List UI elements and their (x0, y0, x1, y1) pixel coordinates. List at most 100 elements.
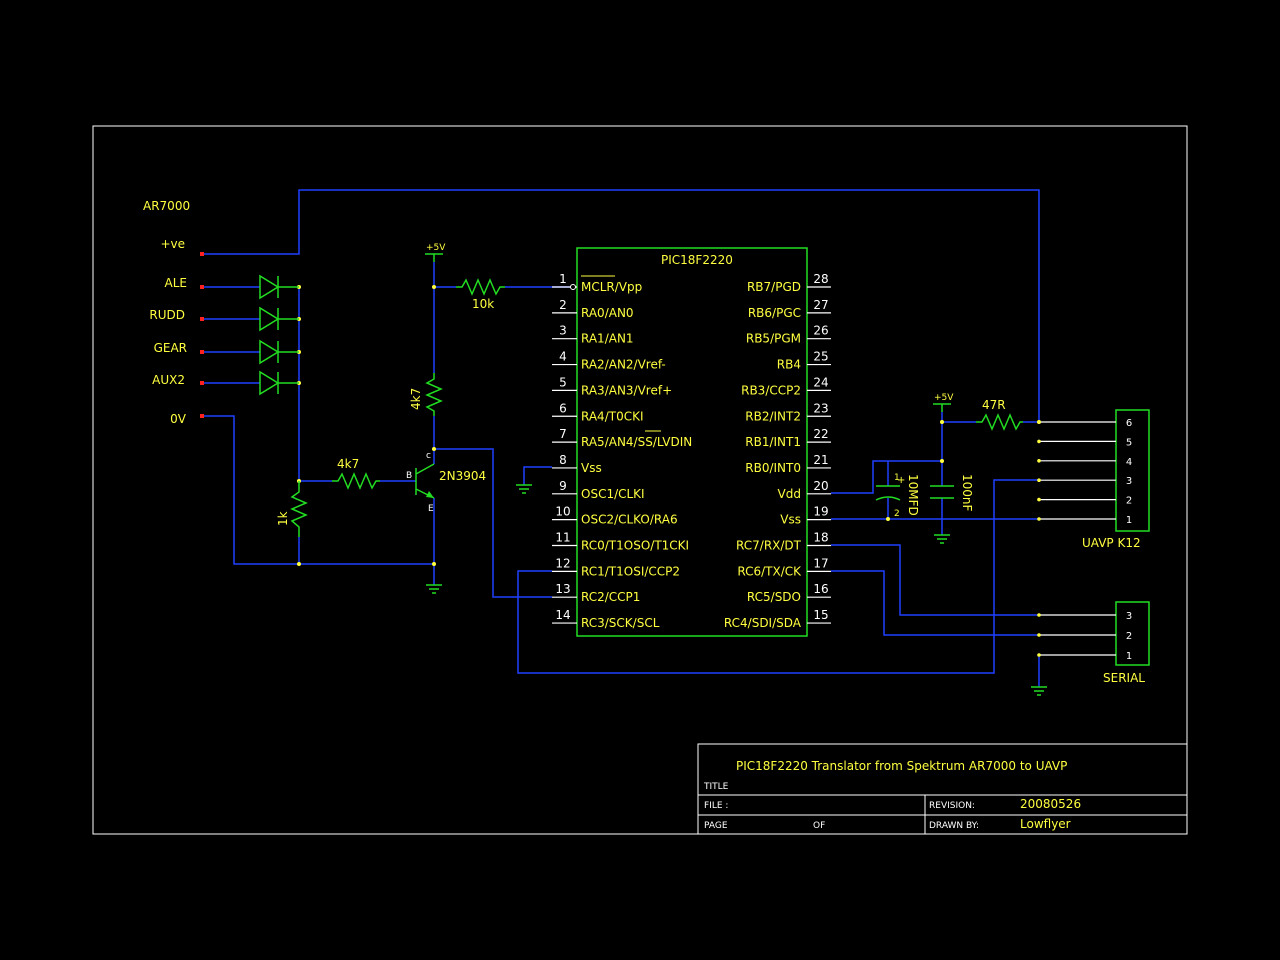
uavp-pin-3-number: 3 (1126, 476, 1132, 487)
mcu-pin-8-number: 8 (559, 453, 567, 467)
mcu-pic18f2220: PIC18F2220 1MCLR/Vpp2RA0/AN03RA1/AN14RA2… (552, 247, 831, 637)
of-label: OF (813, 821, 825, 831)
serial-pin-3-pad (1037, 613, 1041, 617)
ground-symbol (426, 584, 442, 594)
capacitor-10mfd-label: 10MFD (906, 474, 920, 516)
mcu-pin-13-number: 13 (555, 582, 570, 596)
serial-pin-2-pad (1037, 633, 1041, 637)
diode-aux2 (259, 370, 299, 396)
transistor-pin-e: E (428, 504, 434, 514)
uavp-pin-6-number: 6 (1126, 418, 1132, 429)
wire-0v (204, 415, 434, 565)
mcu-pin-24-number: 24 (813, 375, 828, 389)
serial-connector: 321 SERIAL (1037, 601, 1150, 685)
serial-body (1115, 601, 1150, 666)
mcu-pin-vdd-label: Vdd (778, 487, 801, 501)
junction (432, 285, 436, 289)
title-label: TITLE (703, 782, 729, 792)
mcu-pin-rc3-sck-scl-label: RC3/SCK/SCL (581, 616, 660, 630)
ar7000-pin-0v: 0V (170, 412, 187, 426)
capacitor-10mfd-pin1: 1 (894, 473, 900, 483)
uavp-pin-4-number: 4 (1126, 457, 1132, 468)
resistor-1k: 1k (276, 481, 308, 537)
junction (940, 420, 944, 424)
mcu-pin-6-number: 6 (559, 401, 567, 415)
wire-rc6-serial2 (831, 570, 1039, 636)
mcu-pin-rb4-label: RB4 (777, 358, 801, 372)
mcu-pin-26-number: 26 (813, 324, 828, 338)
resistor-47r-label: 47R (982, 398, 1006, 412)
junction (940, 459, 944, 463)
mcu-pin-rc1-t1osi-ccp2-label: RC1/T1OSI/CCP2 (581, 564, 680, 578)
mclr-inversion-bubble (570, 284, 576, 290)
serial-pin-1-number: 1 (1126, 651, 1132, 662)
resistor-1k-label: 1k (276, 511, 290, 526)
wire-rc7-serial3 (831, 544, 1039, 616)
drawn-by-label: DRAWN BY: (929, 821, 979, 831)
ground-symbol (1031, 686, 1047, 696)
capacitor-10mfd: 1 2 + 10MFD (875, 473, 920, 519)
mcu-pin-15-number: 15 (813, 608, 828, 622)
mcu-pin-11-number: 11 (555, 531, 570, 545)
title-value: PIC18F2220 Translator from Spektrum AR70… (736, 759, 1067, 773)
drawn-by-value: Lowflyer (1020, 817, 1071, 831)
supply-5v-right-label: +5V (934, 393, 954, 403)
transistor-pin-b: B (406, 471, 412, 481)
mcu-pin-18-number: 18 (813, 531, 828, 545)
mcu-pin-ra2-an2-vref-label: RA2/AN2/Vref- (581, 358, 666, 372)
ar7000-pin-aux2: AUX2 (152, 373, 185, 387)
supply-5v-left: +5V (425, 243, 446, 262)
title-block: PIC18F2220 Translator from Spektrum AR70… (697, 743, 1188, 835)
ar7000-pad-ale (200, 285, 204, 289)
mcu-pin-3-number: 3 (559, 324, 567, 338)
mcu-pin-21-number: 21 (813, 453, 828, 467)
uavp-pin-1-number: 1 (1126, 515, 1132, 526)
wire-vdd (831, 460, 942, 494)
mcu-pin-ra3-an3-vref-label: RA3/AN3/Vref+ (581, 383, 672, 397)
mcu-pin-9-number: 9 (559, 479, 567, 493)
mcu-pin-ra0-an0-label: RA0/AN0 (581, 306, 634, 320)
junction (886, 517, 890, 521)
uavp-pin-3-pad (1037, 478, 1041, 483)
transistor-2n3904: 2N3904 c B E (406, 451, 486, 514)
mcu-pin-rb7-pgd-label: RB7/PGD (747, 280, 801, 294)
mcu-pin-rb6-pgc-label: RB6/PGC (748, 306, 801, 320)
mcu-pin-16-number: 16 (813, 582, 828, 596)
ar7000-pad-rudd (200, 317, 204, 321)
ar7000-pin-pve: +ve (160, 237, 185, 251)
serial-label: SERIAL (1103, 671, 1145, 685)
title-block-frame (697, 743, 1188, 835)
mcu-pin-ra1-an1-label: RA1/AN1 (581, 332, 634, 346)
ar7000-connector: AR7000 +ve ALE RUDD GEAR AUX2 0V (143, 199, 204, 426)
mcu-pin-vss-label: Vss (780, 513, 801, 527)
mcu-right-pins: 28RB7/PGD27RB6/PGC26RB5/PGM25RB424RB3/CC… (724, 272, 831, 630)
mcu-pin-ra4-t0cki-label: RA4/T0CKI (581, 409, 644, 423)
junction (432, 562, 436, 566)
ar7000-pad-aux2 (200, 381, 204, 385)
mcu-pin-rc5-sdo-label: RC5/SDO (747, 590, 801, 604)
mcu-pin-osc1-clki-label: OSC1/CLKI (581, 487, 645, 501)
resistor-4k7-base-label: 4k7 (337, 457, 359, 471)
transistor-pin-c: c (426, 451, 431, 461)
mcu-label: PIC18F2220 (661, 253, 733, 267)
uavp-pin-5-pad (1037, 439, 1041, 444)
ar7000-pin-rudd: RUDD (149, 308, 185, 322)
diodes (259, 274, 299, 396)
uavp-k12-label: UAVP K12 (1082, 536, 1141, 550)
mcu-pin-rb0-int0-label: RB0/INT0 (745, 461, 801, 475)
ar7000-pad-0v (200, 414, 204, 418)
mcu-left-pins: 1MCLR/Vpp2RA0/AN03RA1/AN14RA2/AN2/Vref-5… (552, 272, 692, 630)
uavp-pin-6-pad (1037, 420, 1041, 424)
mcu-pin-20-number: 20 (813, 479, 828, 493)
mcu-pin-rc0-t1oso-t1cki-label: RC0/T1OSO/T1CKI (581, 539, 689, 553)
mcu-pin-28-number: 28 (813, 272, 828, 286)
mcu-pin-rc2-ccp1-label: RC2/CCP1 (581, 590, 640, 604)
mcu-pin-rc4-sdi-sda-label: RC4/SDI/SDA (724, 616, 802, 630)
ground-symbol (934, 534, 950, 544)
ar7000-pad-pve (200, 252, 204, 256)
mcu-pin-ra5-an4-ss-lvdin-label: RA5/AN4/SS/LVDIN (581, 435, 692, 449)
capacitor-100nf-label: 100nF (960, 474, 974, 512)
